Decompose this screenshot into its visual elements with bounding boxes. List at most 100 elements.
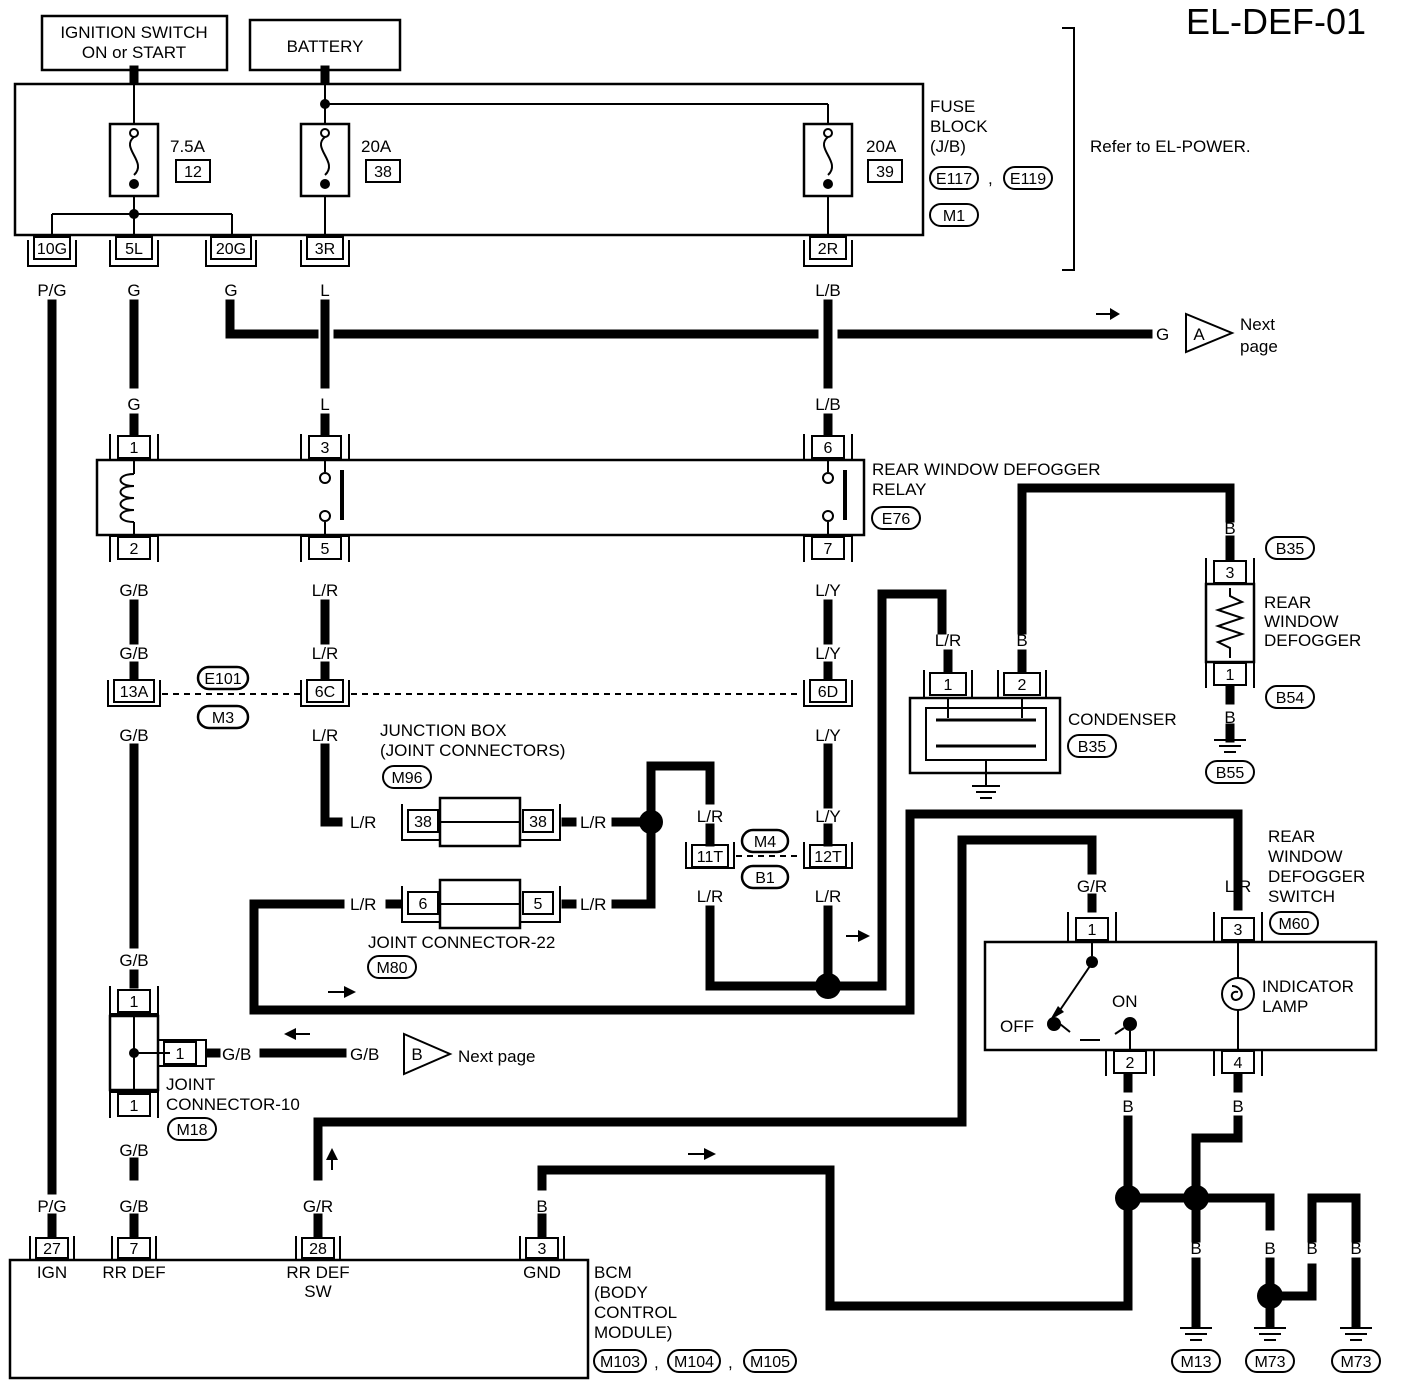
wire-gb-4: G/B [119,951,148,970]
term-5l: 5L [125,241,143,258]
switch-conn: M60 [1278,916,1309,933]
wire-pg-bcm: P/G [37,1197,66,1216]
relay-pin-1: 1 [130,440,139,457]
wire-lr-11t-top: L/R [697,807,723,826]
ground-m73-a: M73 [1254,1354,1285,1371]
term-3r: 3R [315,241,335,258]
switch-on: ON [1112,992,1138,1011]
inline-connectors-1: 13A 6C 6D [107,679,853,707]
bcm-pins: 27 7 28 3 [29,1236,565,1261]
defogger-relay [95,458,866,537]
wire-lr-jb-left: L/R [350,813,376,832]
battery-label: BATTERY [287,37,364,56]
switch-off: OFF [1000,1017,1034,1036]
relay-pin-5: 5 [321,541,330,558]
wire-lr-1: L/R [312,581,338,600]
condenser-pins: 1 2 [923,670,1047,699]
relay-pin-6: 6 [824,440,833,457]
wire-b-gnd-2: B [1264,1239,1275,1258]
inline-conn-e101: E101 [204,671,241,688]
term-2r: 2R [818,241,838,258]
wire-gb-1: G/B [119,581,148,600]
defog-label-2: WINDOW [1264,612,1339,631]
jc10-pin-bot: 1 [130,1098,139,1115]
defog-pin-3: 3 [1226,565,1235,582]
relay-label-1: REAR WINDOW DEFOGGER [872,460,1101,479]
relay-label-2: RELAY [872,480,927,499]
bcm-pin-28-label-2: SW [304,1282,331,1301]
relay-pin-3: 3 [321,440,330,457]
switch-pin-4: 4 [1234,1055,1243,1072]
wire-b-gnd-4: B [1350,1239,1361,1258]
next-page-a-letter: A [1193,325,1205,344]
wire-l-top: L [320,281,329,300]
fuse-12-amp: 7.5A [170,137,206,156]
wire-b-defog-bot: B [1224,708,1235,727]
inline-11t: 11T [697,849,724,866]
wire-b-sw4: B [1232,1097,1243,1116]
wire-g-top-2: G [224,281,237,300]
relay-conn: E76 [882,511,911,528]
jc22-conn: M80 [376,960,407,977]
lamp-label-1: INDICATOR [1262,977,1354,996]
switch-label-3: DEFOGGER [1268,867,1365,886]
wire-gb-3: G/B [119,726,148,745]
wire-gr-switch: G/R [1077,877,1107,896]
wire-b-cond: B [1016,631,1027,650]
ground-symbols [1180,1327,1372,1341]
defog-label-3: DEFOGGER [1264,631,1361,650]
bcm-pin-27-label: IGN [37,1263,67,1282]
cond-pin-2: 2 [1018,677,1027,694]
fuse-block-conn-2: E119 [1010,171,1046,188]
next-page-b-text: Next page [458,1047,536,1066]
jc10-pin-top: 1 [130,994,139,1011]
bcm-conn-2: M104 [674,1354,714,1371]
bcm-pin-28-label: RR DEF [286,1263,349,1282]
next-page-a-page: page [1240,337,1278,356]
switch-label-1: REAR [1268,827,1315,846]
wire-lr-jc22-right: L/R [580,895,606,914]
fuse-38-amp: 20A [361,137,392,156]
jc10-pin-side: 1 [176,1046,185,1063]
ground-m13: M13 [1180,1354,1211,1371]
bcm-label-4: MODULE) [594,1323,672,1342]
next-page-a-next: Next [1240,315,1275,334]
switch-pin-1: 1 [1088,922,1097,939]
ground-m73-b: M73 [1340,1354,1371,1371]
ignition-switch-box [40,14,229,72]
condenser-conn: B35 [1078,739,1107,756]
page-code: EL-DEF-01 [1186,1,1366,42]
ignition-label-2: ON or START [82,43,186,62]
bcm-conn-3: M105 [750,1354,790,1371]
jb-pin-right: 38 [529,814,547,831]
wire-ly-3: L/Y [815,726,841,745]
wire-b-bcm: B [536,1197,547,1216]
inline-6d: 6D [818,684,838,701]
condenser-label: CONDENSER [1068,710,1177,729]
inline-connectors-2: 11T 12T [685,842,853,869]
defogger-switch [983,940,1378,1052]
inline-6c: 6C [315,684,335,701]
lamp-label-2: LAMP [1262,997,1308,1016]
jc22-label: JOINT CONNECTOR-22 [368,933,555,952]
inline-conn-b1: B1 [755,870,775,887]
wire-gb-next: G/B [350,1045,379,1064]
bcm-pin-7-label: RR DEF [102,1263,165,1282]
wire-gb-5: G/B [119,1141,148,1160]
wire-ly-2: L/Y [815,644,841,663]
next-page-b-letter: B [411,1045,422,1064]
wire-lr-cond: L/R [935,631,961,650]
wire-g-relay: G [127,395,140,414]
jc10-label-1: JOINT [166,1075,215,1094]
bcm-pin-7: 7 [130,1241,139,1258]
wire-gb-6: G/B [119,1197,148,1216]
bcm-label-1: BCM [594,1263,632,1282]
jc22-pin-6: 6 [419,896,428,913]
wire-lr-2: L/R [312,644,338,663]
wire-l-relay: L [320,395,329,414]
wire-b-defog-top: B [1224,519,1235,538]
relay-pin-2: 2 [130,541,139,558]
wire-lr-11t-bot: L/R [697,887,723,906]
bcm-pin-28: 28 [309,1241,327,1258]
inline-12t: 12T [814,849,842,866]
